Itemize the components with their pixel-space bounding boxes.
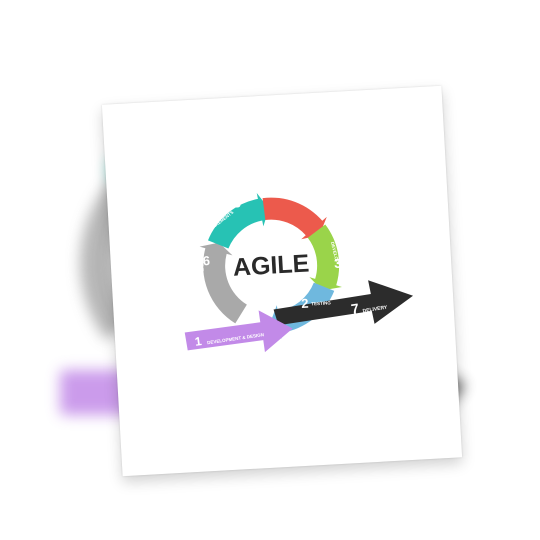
step-7-number: 7 bbox=[350, 300, 360, 317]
step-3-label: DEVELOP bbox=[330, 241, 340, 263]
step-3-arc bbox=[307, 224, 342, 291]
step-4-arc bbox=[262, 197, 327, 240]
center-title: AGILE bbox=[232, 249, 310, 281]
step-7-delivery-arrow: 7 DELIVERY bbox=[273, 280, 414, 326]
step-4-label: DESIGN bbox=[268, 192, 286, 200]
step-1-number: 1 bbox=[194, 334, 203, 349]
step-5-arc bbox=[207, 192, 269, 249]
step-7-label: DELIVERY bbox=[362, 305, 388, 315]
step-4-number: 4 bbox=[301, 191, 310, 206]
agile-cycle-diagram: 7 DELIVERY 1 DEVELOPMENT & DESIGN 2 TEST… bbox=[184, 191, 414, 353]
step-6-label: PLAN bbox=[200, 262, 205, 274]
start-arrow-shape bbox=[184, 310, 293, 353]
step-2-number: 2 bbox=[301, 296, 309, 311]
step-3-number: 3 bbox=[334, 256, 342, 271]
step-2-label: TESTING bbox=[311, 300, 331, 306]
delivery-arrow-shape bbox=[273, 280, 414, 326]
step-5-number: 5 bbox=[233, 195, 241, 210]
step-6-number: 6 bbox=[202, 253, 210, 268]
diagram-page-card: 7 DELIVERY 1 DEVELOPMENT & DESIGN 2 TEST… bbox=[101, 85, 463, 477]
step-6-arc bbox=[199, 242, 247, 324]
